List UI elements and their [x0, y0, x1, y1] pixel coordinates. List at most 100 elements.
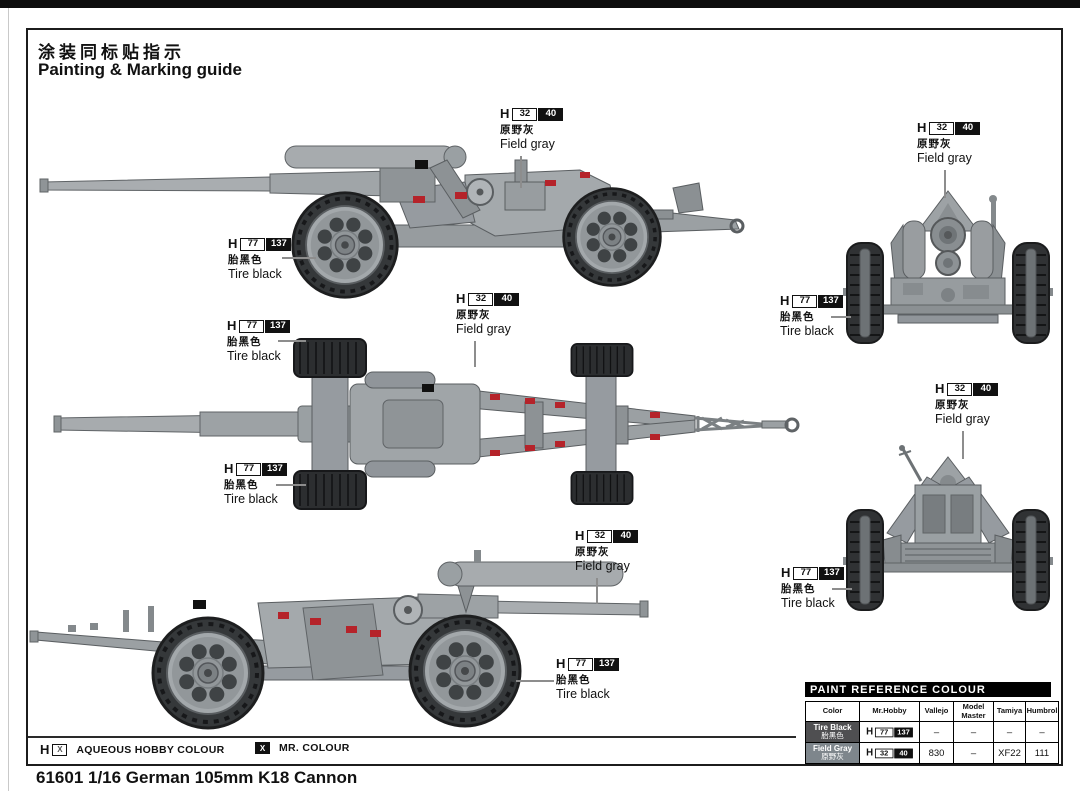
leader-line — [520, 156, 522, 188]
legend-divider — [28, 736, 796, 738]
color-name-cn: 原野灰 — [500, 123, 535, 136]
mr-number-box: 137 — [819, 566, 845, 580]
color-name-en: Field gray — [575, 559, 630, 574]
paint-prefix: H — [224, 461, 234, 476]
illustration-side-view-right — [29, 550, 649, 730]
aqueous-number-box: 32 — [929, 121, 955, 135]
color-name-cn: 原野灰 — [917, 137, 952, 150]
leader-line — [276, 484, 306, 486]
mr-number-box: 137 — [266, 237, 292, 251]
color-name-cn: 胎黑色 — [556, 673, 591, 686]
mr-number-box: 137 — [265, 319, 291, 333]
leader-line — [944, 170, 946, 198]
paint-prefix: H — [228, 236, 238, 251]
color-name-en: Field gray — [935, 412, 990, 427]
swatch-field-gray: Field Gray 原野灰 — [805, 742, 860, 764]
aqueous-number-box: 77 — [239, 319, 265, 333]
color-name-en: Field gray — [456, 322, 511, 337]
cell-humbrol: – — [1025, 721, 1059, 743]
color-name-cn: 胎黑色 — [224, 478, 259, 491]
mr-number-box: 40 — [613, 529, 639, 543]
illustration-top-view — [53, 338, 800, 510]
leader-line — [962, 431, 964, 459]
swatch-tire-black: Tire Black 胎黑色 — [805, 721, 860, 743]
paint-prefix: H — [917, 120, 927, 135]
cell-model-master: – — [953, 742, 994, 764]
color-name-cn: 胎黑色 — [227, 335, 262, 348]
color-name-en: Field gray — [917, 151, 972, 166]
legend-aqueous: H X AQUEOUS HOBBY COLOUR — [40, 742, 225, 757]
paint-prefix: H — [500, 106, 510, 121]
paint-prefix: H — [781, 565, 791, 580]
aqueous-number-box: 77 — [240, 237, 266, 251]
color-name-en: Tire black — [780, 324, 834, 339]
aqueous-number-box: 32 — [874, 748, 894, 758]
col-color: Color — [805, 701, 860, 722]
col-tamiya: Tamiya — [993, 701, 1026, 722]
mr-number-box: 137 — [594, 657, 620, 671]
mr-number-box: 40 — [973, 382, 999, 396]
page-title-chinese: 涂装同标贴指示 — [38, 43, 185, 62]
mr-number-box: 40 — [894, 748, 913, 758]
color-name-cn: 原野灰 — [456, 308, 491, 321]
mr-number-box: 40 — [538, 107, 564, 121]
paint-prefix: H — [935, 381, 945, 396]
color-name-en: Tire black — [556, 687, 610, 702]
color-name-cn: 原野灰 — [935, 398, 970, 411]
leader-line — [278, 340, 306, 342]
paint-prefix: H — [456, 291, 466, 306]
paint-prefix: H — [575, 528, 585, 543]
color-name-en: Tire black — [224, 492, 278, 507]
paint-prefix: H — [556, 656, 566, 671]
aqueous-number-box: 32 — [512, 107, 538, 121]
leader-line — [516, 680, 554, 682]
aqueous-number-box: 77 — [874, 727, 894, 737]
illustration-side-view-left — [39, 145, 745, 300]
leader-line — [282, 257, 316, 259]
legend-aqueous-prefix: H — [40, 742, 50, 757]
legend-aqueous-label: AQUEOUS HOBBY COLOUR — [76, 743, 225, 756]
mr-symbol-box: X — [255, 742, 270, 754]
color-name-cn: 原野灰 — [575, 545, 610, 558]
mr-number-box: 40 — [955, 121, 981, 135]
color-name-cn: 胎黑色 — [780, 310, 815, 323]
col-mr-hobby: Mr.Hobby — [859, 701, 920, 722]
legend-mr-label: MR. COLOUR — [279, 742, 350, 754]
paint-prefix: H — [866, 747, 874, 759]
aqueous-number-box: 77 — [236, 462, 262, 476]
leader-line — [831, 316, 851, 318]
aqueous-number-box: 32 — [587, 529, 613, 543]
color-name-cn: 胎黑色 — [781, 582, 816, 595]
color-name-en: Tire black — [227, 349, 281, 364]
col-vallejo: Vallejo — [919, 701, 954, 722]
col-model-master: Model Master — [953, 701, 994, 722]
leader-line — [596, 578, 598, 604]
paint-prefix: H — [866, 726, 874, 738]
cell-tamiya: – — [993, 721, 1026, 743]
color-name-cn: 胎黑色 — [228, 253, 263, 266]
col-humbrol: Humbrol — [1025, 701, 1059, 722]
paint-table-title: PAINT REFERENCE COLOUR — [805, 682, 1051, 697]
color-name-en: Field gray — [500, 137, 555, 152]
aqueous-symbol-box: X — [52, 743, 68, 756]
scan-edge-line — [8, 8, 9, 791]
aqueous-number-box: 77 — [568, 657, 594, 671]
aqueous-number-box: 32 — [468, 292, 494, 306]
cell-model-master: – — [953, 721, 994, 743]
aqueous-number-box: 77 — [793, 566, 819, 580]
paint-prefix: H — [780, 293, 790, 308]
paint-table-header-row: Color Mr.Hobby Vallejo Model Master Tami… — [805, 701, 1059, 722]
